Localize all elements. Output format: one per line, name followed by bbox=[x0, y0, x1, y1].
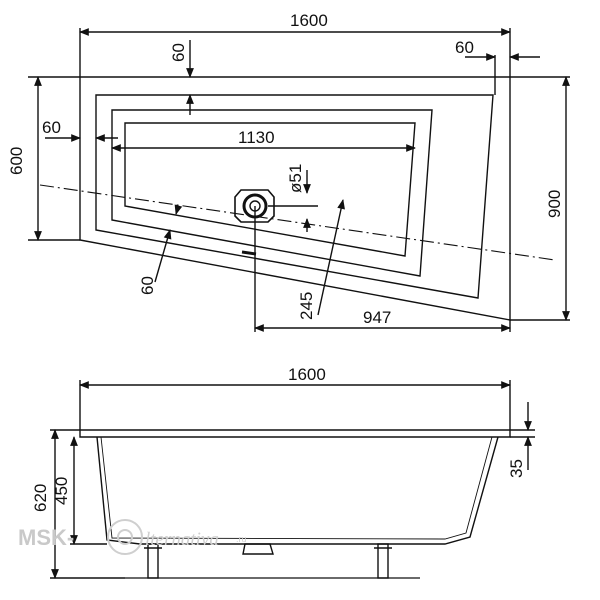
foot-right-icon bbox=[374, 543, 392, 579]
top-view-labels: 1600 60 60 60 600 900 1130 ø51 60 245 94… bbox=[7, 11, 564, 327]
tub-outline-rim bbox=[95, 94, 494, 299]
label-600: 600 bbox=[7, 147, 26, 175]
label-900: 900 bbox=[545, 190, 564, 218]
watermark-right: lternativa bbox=[145, 529, 219, 550]
top-view bbox=[28, 28, 570, 332]
side-view-labels: 1600 620 450 35 bbox=[31, 365, 526, 512]
label-1130: 1130 bbox=[238, 128, 275, 147]
watermark-left: MSK- bbox=[18, 525, 74, 550]
siphon-icon bbox=[242, 543, 274, 555]
label-245: 245 bbox=[297, 292, 316, 320]
label-947: 947 bbox=[363, 308, 391, 327]
label-60-front: 60 bbox=[138, 276, 157, 295]
label-1600-side: 1600 bbox=[288, 365, 326, 384]
overflow-mark bbox=[241, 250, 257, 256]
tub-outline-bottom bbox=[124, 122, 416, 257]
label-35: 35 bbox=[507, 459, 526, 478]
label-450: 450 bbox=[52, 477, 71, 505]
label-51: ø51 bbox=[286, 164, 305, 193]
dim-line-245 bbox=[317, 199, 345, 316]
watermark-tld: .ru bbox=[236, 534, 247, 544]
center-line bbox=[39, 184, 556, 261]
label-60-right: 60 bbox=[455, 38, 474, 57]
side-view bbox=[50, 380, 535, 579]
tub-outline-basin bbox=[111, 109, 433, 277]
foot-left-icon bbox=[144, 543, 162, 579]
dim-line-60-front bbox=[154, 229, 172, 283]
label-1600-top: 1600 bbox=[290, 11, 328, 30]
watermark-logo: MSK- lternativa .ru bbox=[18, 519, 247, 555]
label-60-top: 60 bbox=[169, 43, 188, 62]
label-620: 620 bbox=[31, 484, 50, 512]
tub-body bbox=[96, 436, 499, 545]
label-60-left: 60 bbox=[42, 118, 61, 137]
tub-rim bbox=[79, 429, 511, 438]
at-sign-icon bbox=[107, 519, 143, 555]
tub-body-inner bbox=[100, 436, 493, 540]
